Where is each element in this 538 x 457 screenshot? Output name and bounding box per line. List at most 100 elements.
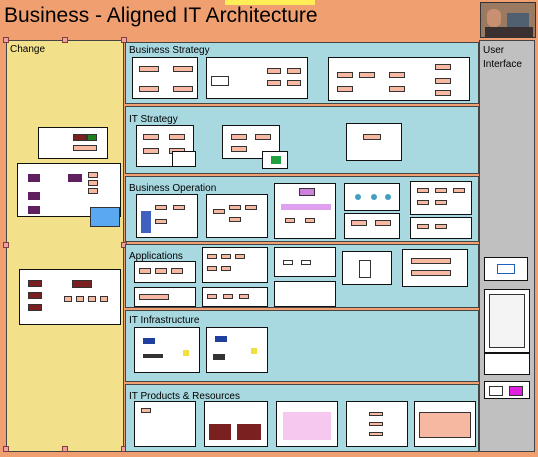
diagram-node (155, 205, 167, 210)
bo-card-6 (410, 181, 472, 215)
ui-card-1 (484, 257, 528, 281)
diagram-node (28, 206, 40, 214)
diagram-node (231, 134, 247, 140)
diagram-node (411, 258, 451, 264)
app-card-8 (402, 249, 468, 287)
diagram-node (385, 194, 391, 200)
it-strategy-label: IT Strategy (129, 114, 178, 125)
diagram-node (72, 280, 92, 288)
diagram-node (169, 134, 185, 140)
diagram-node (139, 268, 151, 274)
its-card-2b (262, 151, 288, 169)
it-strategy-band: IT Strategy (125, 106, 479, 174)
prod-card-2 (204, 401, 268, 447)
infra-card-2 (206, 327, 268, 373)
bo-card-4 (344, 183, 400, 211)
diagram-node (287, 68, 301, 74)
diagram-node (73, 145, 97, 151)
diagram-node (231, 146, 247, 152)
diagram-node (255, 134, 271, 140)
diagram-node (73, 134, 87, 141)
diagram-node (359, 260, 371, 278)
diagram-node (173, 66, 193, 72)
selection-handle-icon[interactable] (62, 446, 68, 452)
photo-thumbnail-icon (480, 2, 536, 38)
diagram-node (155, 268, 167, 274)
app-card-4 (202, 287, 268, 307)
diagram-node (509, 386, 523, 396)
diagram-node (417, 200, 429, 205)
diagram-node (221, 266, 231, 271)
business-operation-band: Business Operation (125, 176, 479, 242)
diagram-node (28, 192, 40, 200)
user-interface-label-line1: User (483, 45, 505, 56)
diagram-node (453, 188, 465, 193)
diagram-node (171, 268, 183, 274)
diagram-node (239, 294, 249, 299)
diagram-node (100, 296, 108, 302)
bs-card-2 (206, 57, 308, 99)
selection-handle-icon[interactable] (62, 37, 68, 43)
diagram-node (435, 224, 447, 229)
selection-handle-icon[interactable] (3, 446, 9, 452)
selection-handle-icon[interactable] (121, 37, 127, 43)
its-card-2 (222, 125, 280, 159)
diagram-node (28, 174, 40, 182)
diagram-node (369, 432, 383, 436)
diagram-node (305, 218, 315, 223)
business-strategy-band: Business Strategy (125, 42, 479, 104)
diagram-title: Business - Aligned IT Architecture (4, 4, 318, 27)
diagram-node (389, 86, 405, 92)
diagram-node (88, 180, 98, 186)
business-operation-label: Business Operation (129, 183, 217, 194)
diagram-node (88, 188, 98, 194)
diagram-node (229, 205, 241, 210)
app-card-6 (274, 281, 336, 307)
it-infrastructure-band: IT Infrastructure (125, 310, 479, 382)
diagram-node (435, 188, 447, 193)
diagram-node (301, 260, 311, 265)
prod-card-4 (346, 401, 408, 447)
diagram-node (139, 66, 159, 72)
applications-label: Applications (129, 251, 183, 262)
applications-band: Applications (125, 244, 479, 308)
diagram-node (369, 422, 383, 426)
ui-card-3 (484, 353, 530, 375)
diagram-node (28, 304, 42, 311)
diagram-node (143, 338, 155, 344)
diagram-node (283, 260, 293, 265)
infra-card-1 (134, 327, 200, 373)
diagram-node (489, 294, 525, 348)
diagram-node (285, 218, 295, 223)
diagram-node (245, 205, 257, 210)
bs-card-1 (132, 57, 198, 99)
user-interface-panel: User Interface (479, 40, 535, 452)
business-strategy-label: Business Strategy (129, 45, 210, 56)
diagram-node (283, 412, 331, 440)
it-products-label: IT Products & Resources (129, 391, 240, 402)
diagram-node (369, 412, 383, 416)
diagram-node (223, 294, 233, 299)
diagram-node (211, 76, 229, 86)
diagram-node (355, 194, 361, 200)
bo-card-3 (274, 183, 336, 239)
diagram-node (337, 72, 353, 78)
diagram-node (207, 254, 217, 259)
diagram-node (417, 188, 429, 193)
selection-handle-icon[interactable] (3, 37, 9, 43)
diagram-node (143, 134, 159, 140)
diagram-node (375, 220, 391, 226)
diagram-node (141, 211, 151, 233)
diagram-node (281, 204, 331, 210)
selection-handle-icon[interactable] (3, 242, 9, 248)
diagram-node (287, 80, 301, 86)
top-accent-bar (225, 0, 315, 5)
diagram-node (351, 220, 367, 226)
diagram-node (141, 408, 151, 413)
app-card-2 (134, 287, 196, 307)
change-label: Change (10, 44, 46, 55)
diagram-node (237, 424, 261, 440)
diagram-node (359, 72, 375, 78)
diagram-node (64, 296, 72, 302)
